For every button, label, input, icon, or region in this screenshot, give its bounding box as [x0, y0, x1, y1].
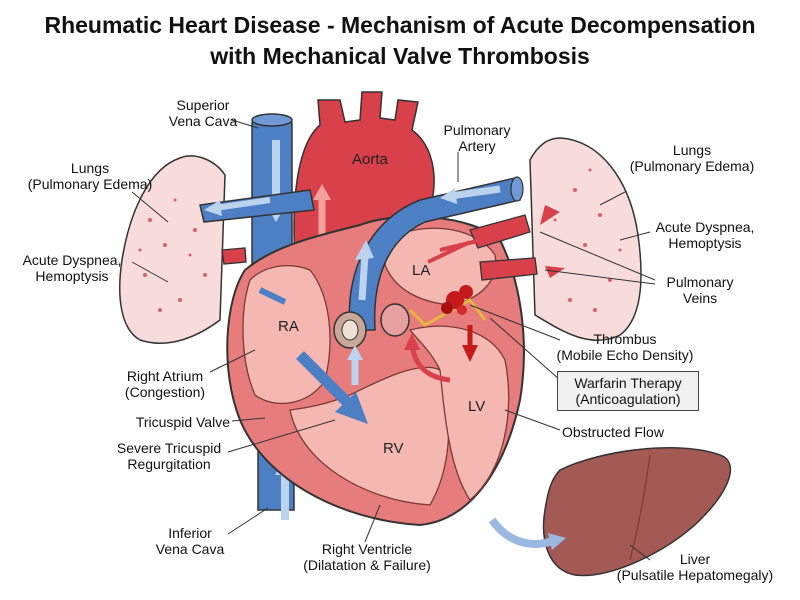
diagram-title-line1: Rheumatic Heart Disease - Mechanism of A…: [44, 12, 756, 38]
diagram-title-line2: with Mechanical Valve Thrombosis: [210, 43, 590, 69]
regurgitation-arrow: [296, 351, 354, 409]
warfarin-therapy-box: Warfarin Therapy(Anticoagulation): [557, 371, 699, 411]
hepatic-congestion-arrow-head: [548, 533, 566, 550]
lv-label: LV: [468, 398, 486, 415]
obstructed-flow-arrow-head: [462, 345, 478, 362]
ra-inflow-arrow: [258, 287, 287, 305]
pulmonary-artery-icon: [199, 176, 524, 331]
la-label: LA: [412, 262, 431, 279]
lungs-right-label: Lungs(Pulmonary Edema): [629, 142, 755, 174]
tricuspid-valve-label: Tricuspid Valve: [135, 414, 230, 430]
thrombus-icon: [408, 285, 487, 327]
dyspnea-right-label: Acute Dyspnea,Hemoptysis: [655, 219, 755, 251]
right-ventricle-label: Right Ventricle(Dilatation & Failure): [303, 541, 431, 573]
la-inflow-arrow: [427, 240, 471, 264]
right-lung-icon: [529, 137, 642, 341]
leader-lines: [131, 119, 656, 561]
liver-label: Liver(Pulsatile Hepatomegaly): [616, 551, 774, 583]
thrombus-label: Thrombus(Mobile Echo Density): [556, 331, 694, 363]
dyspnea-left-label: Acute Dyspnea,Hemoptysis: [22, 252, 122, 284]
lv-flow-arrow: [409, 344, 451, 383]
lungs-left-label: Lungs(Pulmonary Edema): [27, 160, 153, 192]
obstructed-flow-label: Obstructed Flow: [562, 424, 664, 440]
mechanical-valve-icon: [333, 303, 410, 385]
right-atrium-label: Right Atrium(Congestion): [124, 368, 206, 400]
left-lung-icon: [119, 155, 226, 344]
rv-label: RV: [383, 440, 404, 457]
ra-label: RA: [278, 318, 299, 335]
regurgitation-arrow-head: [335, 392, 368, 424]
liver-icon: [542, 447, 731, 577]
aorta-label: Aorta: [352, 151, 388, 168]
hepatic-congestion-arrow: [488, 517, 557, 548]
lv-flow-arrow-head: [404, 333, 420, 350]
